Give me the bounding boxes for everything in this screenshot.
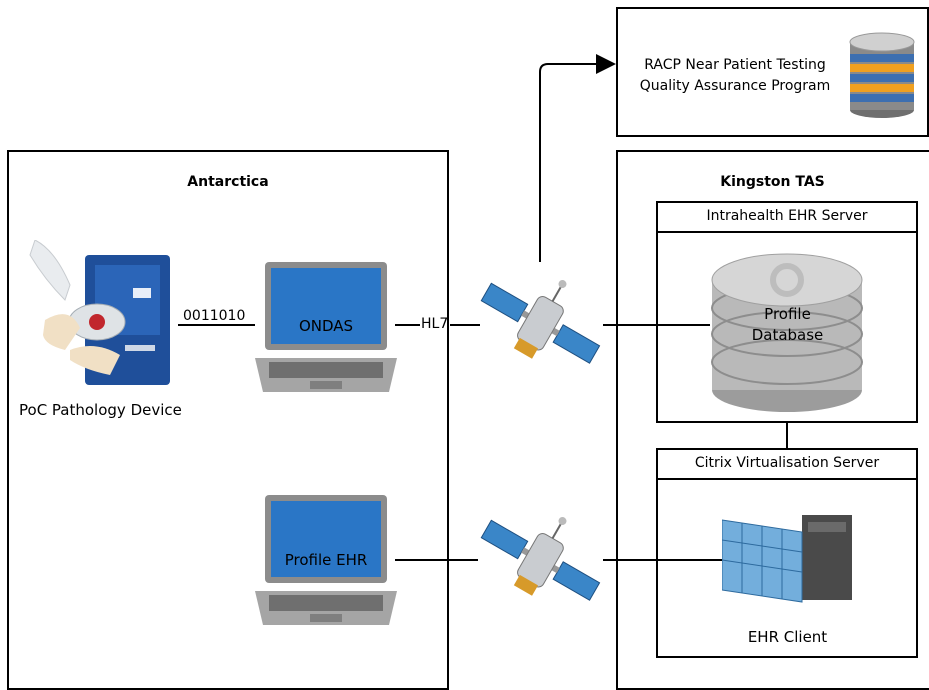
intrahealth-divider	[656, 231, 918, 233]
satellite-bottom-icon	[480, 517, 601, 601]
citrix-box	[656, 448, 918, 658]
poc-device-icon	[29, 240, 170, 385]
kingston-title: Kingston TAS	[720, 174, 825, 190]
antarctica-title: Antarctica	[187, 174, 269, 190]
citrix-divider	[656, 478, 918, 480]
profile-db-line2: Database	[751, 326, 824, 344]
ehr-client-icon	[722, 515, 852, 603]
arrow-satellite-racp	[539, 54, 616, 262]
citrix-title: Citrix Virtualisation Server	[694, 455, 880, 471]
racp-database-icon	[849, 32, 915, 118]
ehr-client-label: EHR Client	[747, 628, 828, 646]
poc-device-label: PoC Pathology Device	[19, 401, 182, 419]
profile-ehr-laptop-icon	[255, 495, 397, 625]
link-label-binary: 0011010	[183, 308, 246, 324]
intrahealth-box	[656, 201, 918, 423]
racp-line2: Quality Assurance Program	[639, 78, 831, 94]
profile-ehr-label: Profile EHR	[284, 551, 368, 569]
racp-line1: RACP Near Patient Testing	[644, 57, 826, 73]
intrahealth-title: Intrahealth EHR Server	[706, 208, 868, 224]
link-label-hl7: HL7	[421, 316, 449, 332]
ondas-label: ONDAS	[298, 317, 354, 335]
racp-box	[616, 7, 929, 137]
profile-database-icon	[711, 253, 863, 412]
ondas-laptop-icon	[255, 262, 397, 392]
satellite-top-icon	[480, 280, 601, 364]
profile-db-line1: Profile	[764, 305, 811, 323]
